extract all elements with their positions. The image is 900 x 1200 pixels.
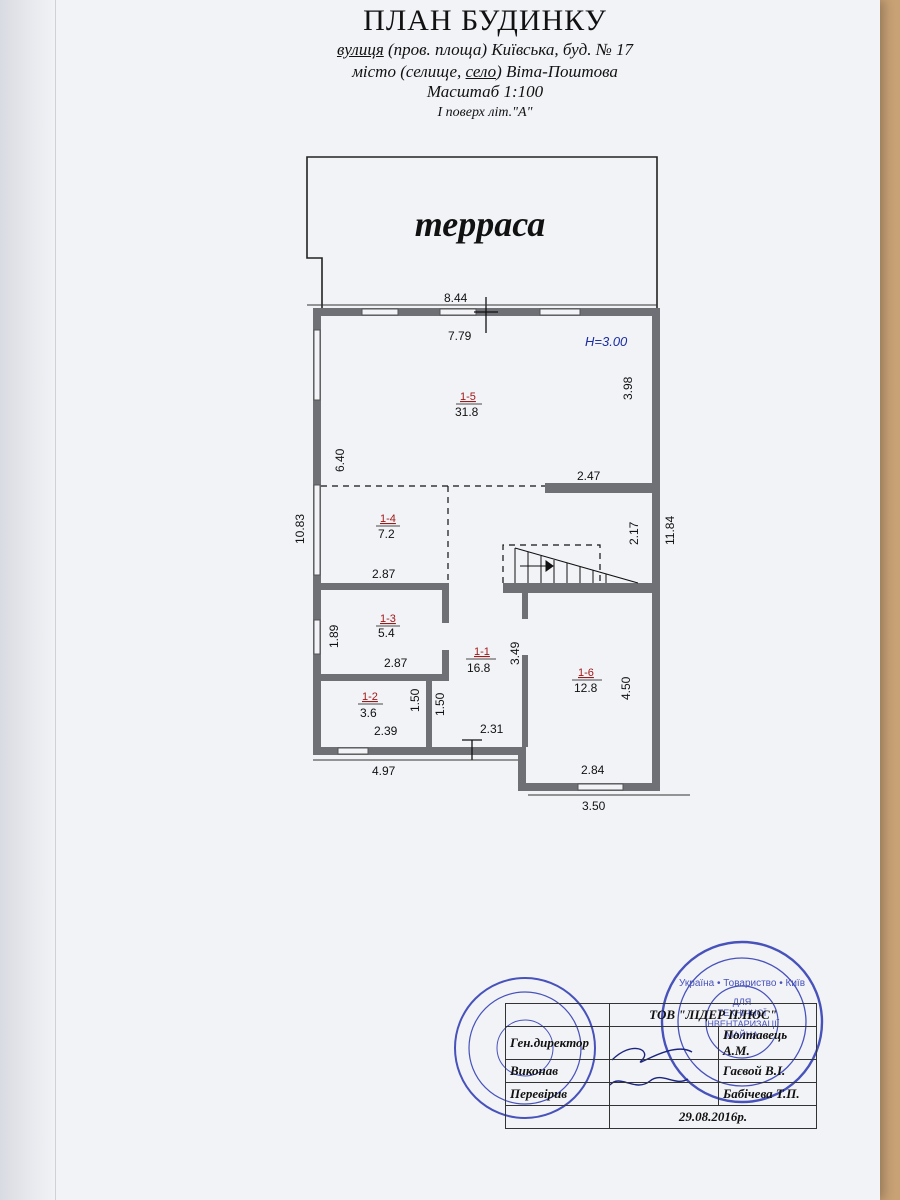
dimension-lines	[307, 304, 690, 796]
stamp-sign-1	[609, 1026, 719, 1060]
address-street-line: вулиця (пров. площа) Київська, буд. № 17	[250, 40, 720, 60]
street-rest: (пров. площа) Київська, буд. № 17	[383, 40, 634, 59]
stamp-role-2: Виконав	[505, 1059, 610, 1083]
dim-bottom-left: 4.97	[372, 764, 396, 778]
room-labels: 1-5 31.8 1-4 7.2 1-3 5.4 1-2 3.6 1-1 16.…	[358, 391, 602, 720]
seal-ring-text: Україна • Товариство • Київ	[679, 978, 805, 989]
dim-room2-h2: 1.50	[433, 692, 447, 716]
dim-top-outer: 8.44	[444, 291, 468, 305]
dim-left-total: 10.83	[293, 514, 307, 544]
stamp-company: ТОВ "ЛІДЕР ПЛЮС"	[609, 1003, 817, 1027]
stamp-sign-3	[609, 1082, 719, 1106]
dimension-labels: 8.44 7.79 3.98 11.84 6.40 10.83 2.47 2.1…	[293, 291, 677, 813]
floor-plan-drawing: терраса	[293, 156, 824, 1119]
room-area-1-1: 16.8	[467, 661, 491, 675]
floor-line: I поверх літ."А"	[437, 105, 533, 120]
dashed-partitions	[321, 485, 601, 583]
staircase	[514, 547, 639, 584]
city-part-c: ) Віта-Поштова	[496, 62, 618, 81]
dim-room6-inner: 2.84	[581, 763, 605, 777]
terrace	[306, 156, 658, 308]
room-id-1-5: 1-5	[460, 391, 476, 403]
dim-room2-h1: 1.50	[408, 688, 422, 712]
room-area-1-6: 12.8	[574, 681, 598, 695]
dim-top-inner: 7.79	[448, 329, 472, 343]
terrace-label: терраса	[415, 204, 546, 244]
room-area-1-2: 3.6	[360, 706, 377, 720]
dim-right-total: 11.84	[663, 516, 677, 545]
stamp-blank-cell	[505, 1003, 610, 1027]
document-title: ПЛАН БУДИНКУ	[363, 4, 607, 37]
dim-room4-width: 2.87	[372, 567, 396, 581]
title-block-table: ТОВ "ЛІДЕР ПЛЮС" Ген.директор Полтавець …	[505, 1003, 817, 1129]
address-city-line: місто (селище, село) Віта-Поштова	[250, 62, 720, 82]
page-binding-fold	[0, 0, 56, 1200]
room-id-1-2: 1-2	[362, 691, 378, 703]
dim-room3-width: 2.87	[384, 656, 408, 670]
stamp-role-3: Перевірив	[505, 1082, 610, 1106]
room-area-1-3: 5.4	[378, 626, 395, 640]
city-part-b: село	[465, 62, 497, 81]
dim-room2-width: 2.39	[374, 724, 398, 738]
room-id-1-3: 1-3	[380, 613, 396, 625]
dim-right-upper: 3.98	[621, 376, 635, 400]
ceiling-height-label: H=3.00	[585, 334, 628, 349]
room-area-1-4: 7.2	[378, 527, 395, 541]
stamp-role-1: Ген.директор	[505, 1026, 610, 1060]
axis-marker	[462, 297, 498, 760]
dim-bottom-mid: 2.31	[480, 722, 504, 736]
stamp-sign-2	[609, 1059, 719, 1083]
inner-walls	[321, 483, 652, 748]
room-id-1-6: 1-6	[578, 667, 594, 679]
stamp-date: 29.08.2016р.	[609, 1105, 817, 1129]
stamp-blank-cell-2	[505, 1105, 610, 1129]
stamp-name-3: Бабічева Т.П.	[718, 1082, 817, 1106]
dim-mid-wall: 2.47	[577, 469, 601, 483]
dim-room3-height: 1.89	[327, 624, 341, 648]
dim-room6-height: 4.50	[619, 676, 633, 700]
windows	[313, 308, 624, 791]
city-part-a: місто (селище,	[352, 62, 466, 81]
seal-line-1: ДЛЯ	[733, 997, 752, 1007]
room-id-1-1: 1-1	[474, 646, 490, 658]
room-area-1-5: 31.8	[455, 405, 479, 419]
dim-corridor-height: 3.49	[508, 641, 522, 665]
scale-line: Масштаб 1:100	[426, 82, 544, 101]
stamp-name-1: Полтавець А.М.	[718, 1026, 817, 1060]
street-word: вулиця	[336, 40, 384, 59]
room-id-1-4: 1-4	[380, 513, 396, 525]
document-page: ПЛАН БУДИНКУ вулиця (пров. площа) Київсь…	[0, 0, 880, 1200]
dim-stair-height: 2.17	[627, 521, 641, 545]
dim-bottom-right: 3.50	[582, 799, 606, 813]
dim-left-upper: 6.40	[333, 448, 347, 472]
stamp-name-2: Гаєвой В.І.	[718, 1059, 817, 1083]
